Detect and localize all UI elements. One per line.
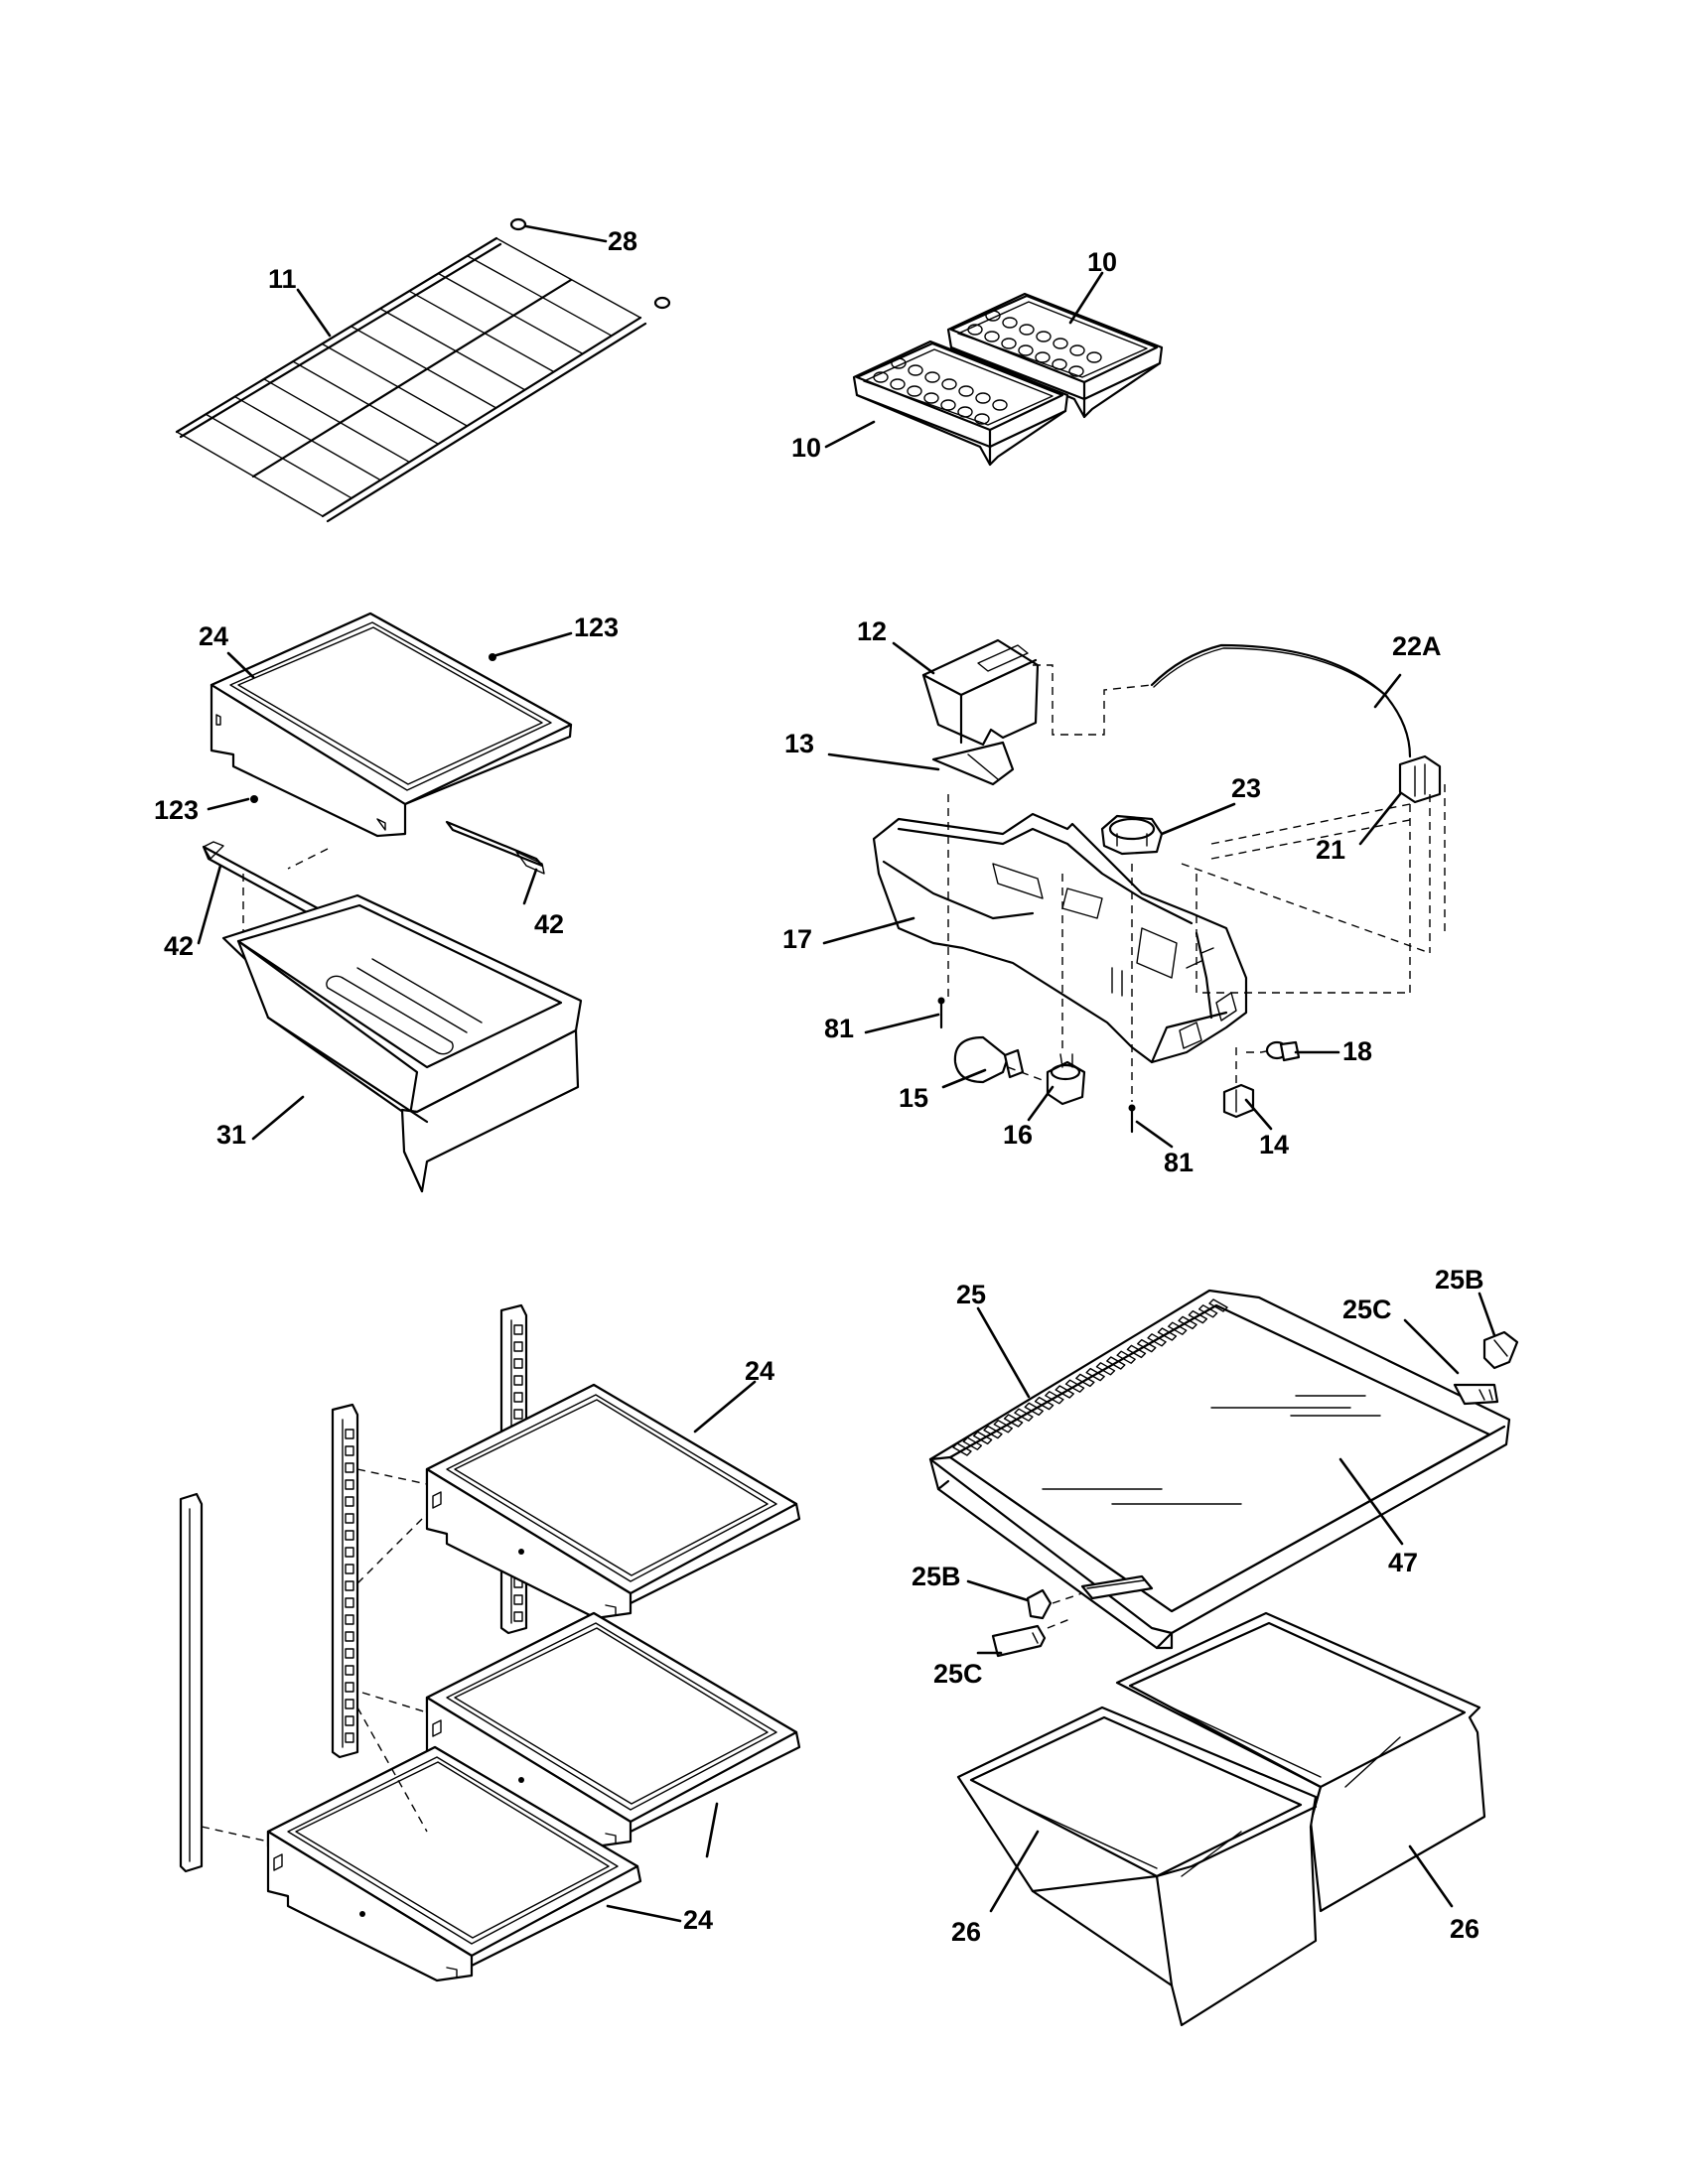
callout-15: 15 [899,1083,928,1113]
glass-shelf [425,1383,801,1620]
ice-tray-front [852,340,1069,467]
connector-21 [1398,754,1442,804]
callout-24-upper: 24 [199,621,228,651]
callout-47: 47 [1388,1548,1418,1577]
light-housing-17 [872,812,1248,1064]
cover-clip-25B-bottom [1026,1588,1053,1620]
callout-25: 25 [956,1280,986,1309]
callout-26-right: 26 [1450,1914,1479,1944]
lamp-socket-16 [1046,1053,1086,1106]
glass-shelf [266,1745,642,1982]
screw-123 [250,653,496,803]
light-socket-23 [1100,814,1164,856]
callout-123-lower: 123 [154,795,199,825]
ice-bucket-12 [921,638,1040,747]
callout-42-left: 42 [164,931,194,961]
callout-81-left: 81 [824,1014,854,1043]
deflector-13 [931,741,1015,786]
knob-18 [1265,1040,1301,1062]
callout-13: 13 [784,729,814,758]
callout-labels: 11 28 10 10 24 123 123 42 42 31 12 13 22… [154,226,1484,1947]
callout-10-upper: 10 [1087,247,1117,277]
callout-21: 21 [1316,835,1345,865]
glass-shelf [425,1611,801,1848]
callout-22A: 22A [1392,631,1442,661]
callout-25B-top: 25B [1435,1265,1484,1295]
crisper-rail-right [445,820,545,875]
callout-24-lower-bottom: 24 [683,1905,713,1935]
screw-81 [937,997,1136,1134]
callout-12: 12 [857,616,887,646]
callout-31: 31 [216,1120,246,1150]
callout-17: 17 [782,924,812,954]
crisper-pan-right [1115,1611,1486,1913]
light-bulb-15 [953,1035,1025,1084]
callout-24-lower-top: 24 [745,1356,774,1386]
cover-bracket-25C-top [1453,1383,1499,1406]
callout-26-left: 26 [951,1917,981,1947]
callout-25C-bottom: 25C [933,1659,983,1689]
callout-81-right: 81 [1164,1148,1194,1177]
callout-23: 23 [1231,773,1261,803]
callout-18: 18 [1342,1036,1372,1066]
callout-14: 14 [1259,1130,1289,1160]
wire-shelf [175,236,647,523]
switch-14 [1222,1083,1255,1119]
glass-shelf-stack [201,1383,801,1982]
shelf-ladder-middle [331,1403,359,1759]
wire-harness-22A [1150,643,1412,758]
leader-lines [197,224,1496,1923]
cover-bracket-25C-bottom [991,1624,1047,1658]
callout-123-upper: 123 [574,613,619,642]
callout-25C-top: 25C [1342,1295,1392,1324]
cover-clip-25B-top [1482,1330,1519,1370]
callout-11: 11 [268,264,297,294]
shelf-end-cap-pair [509,217,671,310]
crisper-drawer [221,893,583,1193]
callout-10-lower: 10 [791,433,821,463]
glass-shelf-upper [210,612,573,838]
crisper-pan-left [956,1706,1318,2027]
shelf-ladder-front [179,1492,204,1873]
callout-25B-bottom: 25B [912,1562,961,1591]
callout-16: 16 [1003,1120,1033,1150]
ice-tray-back [946,292,1164,419]
callout-28: 28 [608,226,637,256]
callout-42-right: 42 [534,909,564,939]
crisper-cover-25 [928,1289,1511,1650]
